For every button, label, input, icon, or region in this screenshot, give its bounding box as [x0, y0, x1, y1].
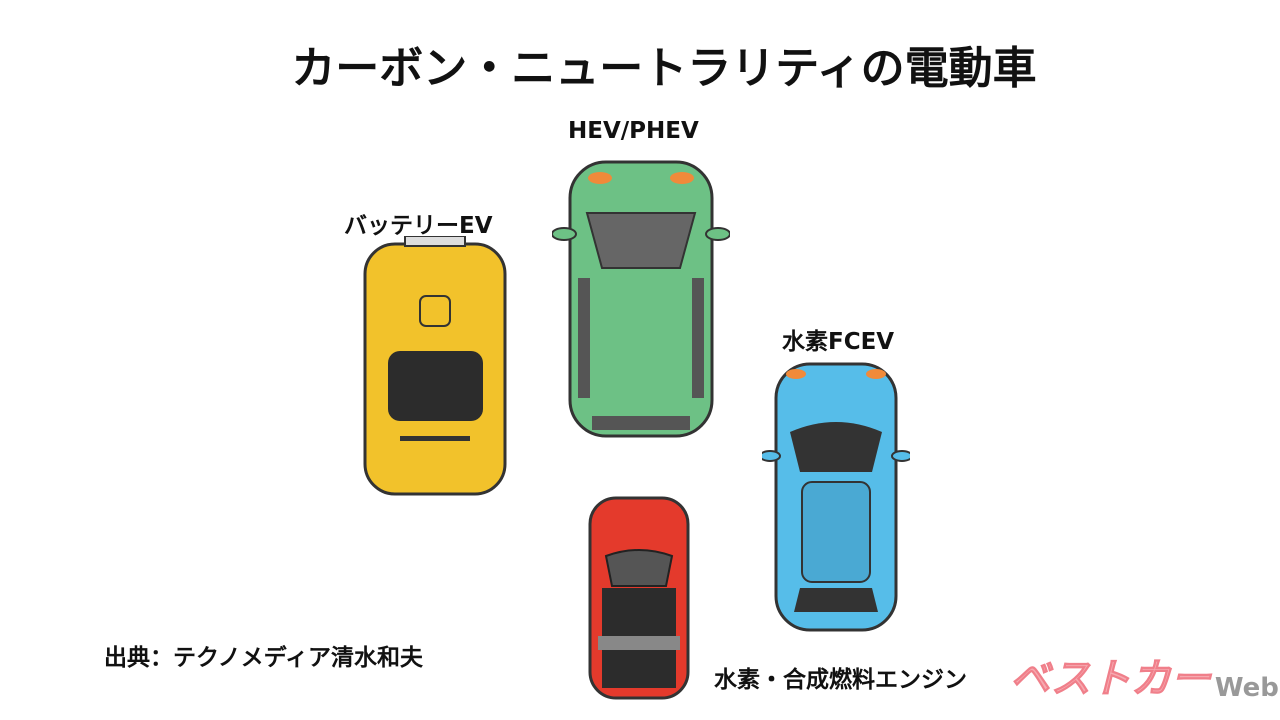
label-bev: バッテリーEV — [344, 213, 493, 239]
hev-car-illustration — [552, 160, 730, 438]
slide-title: カーボン・ニュートラリティの電動車 — [291, 43, 1037, 94]
logo-main: ベストカー — [1010, 656, 1212, 703]
h2-engine-car-illustration — [588, 496, 690, 700]
label-h2-engine: 水素・合成燃料エンジン — [714, 667, 967, 693]
label-fcev: 水素FCEV — [782, 329, 895, 355]
bestcar-web-logo: ベストカー Web — [1010, 655, 1279, 704]
label-hev: HEV/PHEV — [568, 118, 699, 144]
source-credit: 出典：テクノメディア清水和夫 — [104, 645, 424, 671]
logo-sub: Web — [1214, 673, 1279, 703]
fcev-car-illustration — [762, 362, 910, 632]
bev-car-illustration — [363, 236, 507, 496]
